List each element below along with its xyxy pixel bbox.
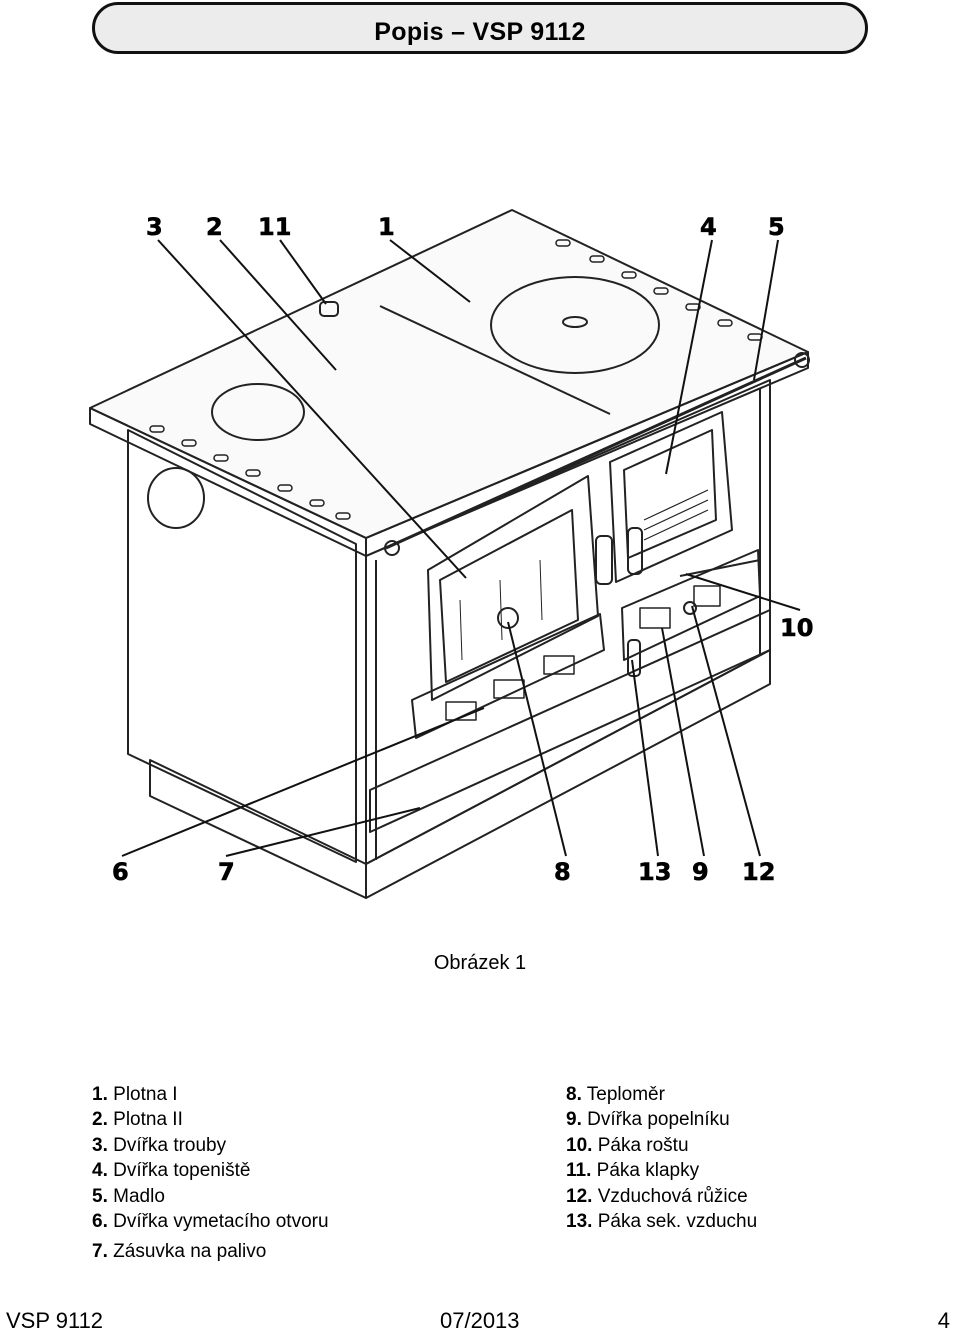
legend-item: 7. Zásuvka na palivo xyxy=(92,1241,267,1263)
footer-page-number: 4 xyxy=(937,1308,950,1333)
firebox-door xyxy=(609,411,733,583)
callout-9: 9 xyxy=(692,858,709,886)
callout-13: 13 xyxy=(638,858,671,886)
grate-lever xyxy=(679,559,761,577)
air-rosette xyxy=(683,601,697,615)
firebox-grate xyxy=(643,489,709,541)
legend-left: 1. Plotna I 2. Plotna II 3. Dvířka troub… xyxy=(92,1082,329,1265)
lower-vents xyxy=(445,655,575,721)
legend-item: 12. Vzduchová růžice xyxy=(566,1185,748,1207)
footer-model: VSP 9112 xyxy=(6,1308,104,1333)
ash-door-vents xyxy=(639,585,721,629)
figure-caption: Obrázek 1 xyxy=(433,952,527,974)
callout-1: 1 xyxy=(378,213,395,241)
cooktop-right-edge xyxy=(365,351,809,557)
callout-11: 11 xyxy=(258,213,291,241)
hotplate-divider xyxy=(379,305,611,415)
callout-12: 12 xyxy=(742,858,775,886)
towel-rail xyxy=(385,356,807,550)
callout-7: 7 xyxy=(218,858,235,886)
legend-item: 6. Dvířka vymetacího otvoru xyxy=(92,1211,329,1233)
top-vents-left xyxy=(149,425,351,520)
callout-3: 3 xyxy=(146,213,163,241)
legend-item: 11. Páka klapky xyxy=(566,1160,700,1182)
title-banner: Popis – VSP 9112 xyxy=(92,2,868,54)
legend-item: 9. Dvířka popelníku xyxy=(566,1109,730,1131)
legend-item: 8. Teploměr xyxy=(566,1084,665,1105)
legend-item: 3. Dvířka trouby xyxy=(92,1134,227,1156)
oven-window xyxy=(439,509,579,683)
cooktop-outline xyxy=(89,209,809,539)
hotplate-large-ring xyxy=(490,276,660,374)
hotplate-lid-knob xyxy=(562,316,588,328)
legend-item: 1. Plotna I xyxy=(92,1084,178,1105)
footer-date: 07/2013 xyxy=(440,1308,520,1333)
legend-item: 2. Plotna II xyxy=(92,1109,183,1131)
firebox-handle xyxy=(627,527,643,575)
callout-5: 5 xyxy=(768,213,785,241)
oven-handle xyxy=(595,535,613,585)
fuel-drawer xyxy=(369,609,771,833)
side-vent-ring xyxy=(147,467,205,529)
callout-10: 10 xyxy=(780,614,813,642)
callout-8: 8 xyxy=(554,858,571,886)
page-title: Popis – VSP 9112 xyxy=(374,18,586,46)
cleaning-door xyxy=(411,613,605,739)
stove-diagram: 3 2 11 1 4 5 10 6 7 8 13 9 12 xyxy=(89,209,814,899)
firebox-window xyxy=(623,429,717,559)
callout-leaders xyxy=(121,239,801,857)
hotplate-small-ring xyxy=(211,383,305,441)
damper-knob xyxy=(319,301,339,317)
callout-6: 6 xyxy=(112,858,129,886)
thermometer xyxy=(497,607,519,629)
legend-item: 4. Dvířka topeniště xyxy=(92,1160,251,1182)
legend-item: 10. Páka roštu xyxy=(566,1134,689,1156)
body-left-side xyxy=(127,429,357,863)
legend-right: 8. Teploměr 9. Dvířka popelníku 10. Páka… xyxy=(566,1082,757,1234)
top-vents-right xyxy=(555,239,763,341)
legend-item: 5. Madlo xyxy=(92,1185,165,1207)
legend-item: 13. Páka sek. vzduchu xyxy=(566,1211,758,1233)
callout-4: 4 xyxy=(700,213,717,241)
callout-2: 2 xyxy=(206,213,223,241)
